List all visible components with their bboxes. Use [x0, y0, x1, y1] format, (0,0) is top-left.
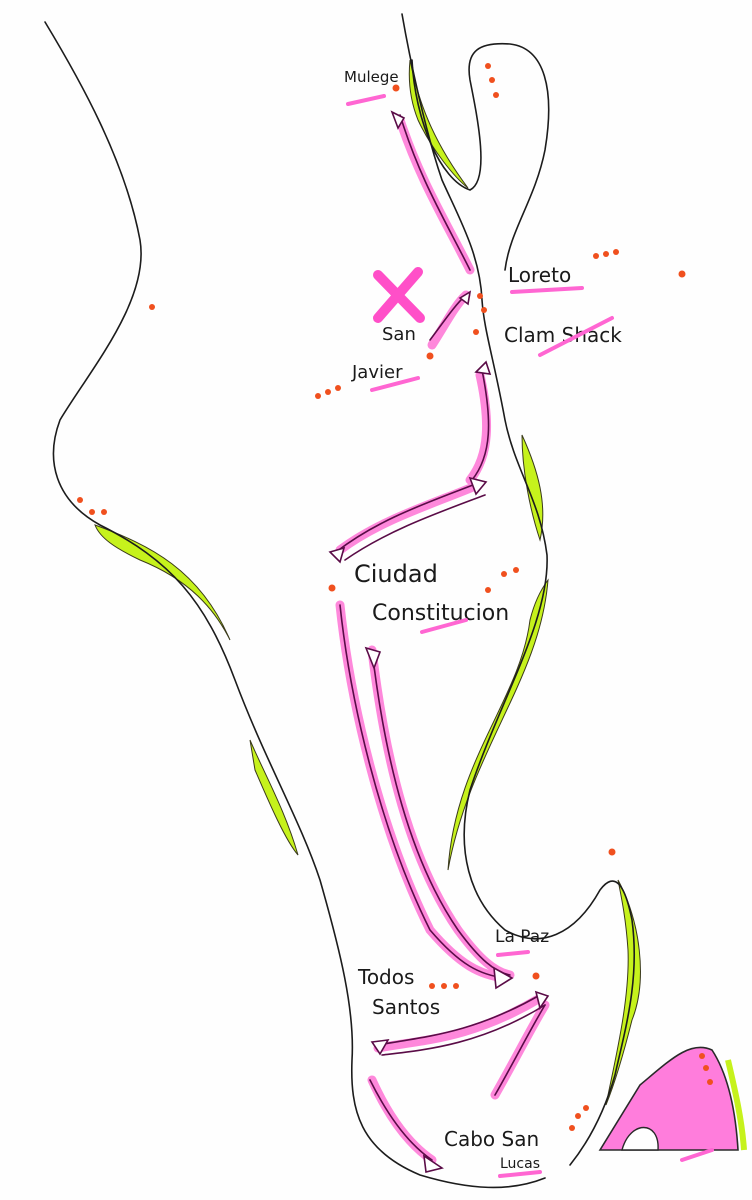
arrowhead-ciudad-east	[468, 476, 488, 496]
route-cabo	[369, 1079, 433, 1161]
label-mulege: Mulege	[344, 68, 399, 86]
route-loreto-highlight	[465, 370, 491, 485]
dot	[77, 497, 83, 503]
route-south-2	[371, 649, 511, 976]
place-dots	[77, 63, 713, 1131]
dot	[513, 567, 519, 573]
dot	[493, 92, 499, 98]
dot	[453, 983, 459, 989]
label-ciudad: Ciudad	[354, 560, 438, 588]
route-south-1	[339, 604, 506, 979]
cabo-green-edge	[725, 1059, 747, 1151]
arrowhead-south	[364, 646, 382, 671]
dot	[603, 251, 609, 257]
dot	[328, 584, 336, 592]
arrowhead-javier	[458, 290, 472, 306]
dot	[583, 1105, 589, 1111]
coastline-west	[44, 21, 546, 1189]
beach-pacific-north	[94, 524, 231, 641]
dot	[101, 509, 107, 515]
route-ciudad-highlight	[335, 480, 483, 555]
route-ciudad-2	[344, 494, 486, 561]
arrowhead-cabo	[422, 1154, 444, 1173]
label-la-paz: La Paz	[495, 927, 549, 947]
beach-east-long	[447, 578, 549, 871]
arrowhead-todos	[370, 1039, 390, 1056]
dot	[315, 393, 321, 399]
route-loreto	[471, 369, 490, 481]
dot	[489, 77, 495, 83]
x-mark	[373, 267, 425, 323]
dot	[335, 385, 341, 391]
coastline-mulege-bay	[411, 42, 550, 271]
coastline	[44, 13, 636, 1189]
route-todos	[377, 994, 541, 1046]
route-cabo-up	[494, 1004, 546, 1096]
label-constitucion: Constitucion	[372, 601, 509, 626]
label-lucas: Lucas	[500, 1156, 540, 1172]
arrowhead-mulege	[390, 110, 406, 130]
cabo-pink-area	[598, 1046, 739, 1151]
label-san: San	[382, 324, 416, 345]
route-cabo-highlight	[367, 1075, 437, 1165]
dot	[678, 270, 686, 278]
routes	[335, 114, 550, 1165]
arrowhead-todos-east	[534, 990, 550, 1010]
dot	[477, 293, 483, 299]
dot	[613, 249, 619, 255]
coastline-peninsula-east	[401, 13, 636, 1166]
dot	[569, 1125, 575, 1131]
route-javier-highlight	[427, 290, 471, 350]
route-todos-highlight	[373, 993, 545, 1053]
dot	[392, 84, 400, 92]
label-underlines	[346, 94, 714, 1178]
route-mulege	[399, 114, 471, 271]
dot	[593, 253, 599, 259]
arrowhead-loreto	[474, 360, 492, 375]
arrowheads	[328, 110, 550, 1173]
label-todos: Todos	[357, 965, 414, 989]
dot	[485, 587, 491, 593]
dot	[485, 63, 491, 69]
dot	[699, 1053, 705, 1059]
dot	[429, 983, 435, 989]
dot	[481, 307, 487, 313]
dot	[532, 972, 540, 980]
dot	[501, 571, 507, 577]
arrowhead-ciudad	[328, 546, 346, 564]
dot	[325, 389, 331, 395]
beach-mulege	[408, 59, 469, 189]
place-labels: Mulege Loreto Clam Shack San Javier Ciud…	[344, 68, 622, 1172]
dot	[89, 509, 95, 515]
dot	[441, 983, 447, 989]
dot	[149, 304, 155, 310]
dot	[707, 1079, 713, 1085]
beach-east-upper	[521, 434, 544, 542]
dot	[703, 1065, 709, 1071]
arrowhead-la-paz	[493, 966, 514, 990]
route-ciudad	[335, 482, 479, 553]
label-javier: Javier	[351, 362, 403, 383]
route-south-2-highlight	[367, 645, 515, 980]
label-loreto: Loreto	[508, 263, 571, 287]
dot	[575, 1113, 581, 1119]
label-cabo-san: Cabo San	[444, 1127, 539, 1151]
dot	[608, 848, 616, 856]
dot	[426, 352, 434, 360]
route-south-1-highlight	[335, 600, 510, 983]
label-santos: Santos	[372, 995, 440, 1019]
beach-pacific-south	[249, 739, 299, 856]
cabo-inlet	[621, 1126, 659, 1151]
dot	[473, 329, 479, 335]
beach-la-paz-east	[605, 879, 641, 1106]
route-todos-2	[381, 1004, 546, 1056]
